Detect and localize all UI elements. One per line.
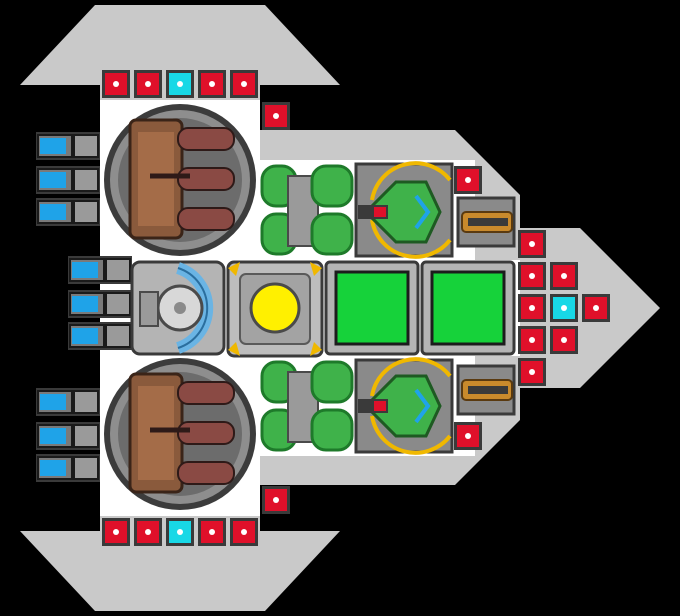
reactor-core-icon <box>249 282 301 334</box>
pipe-array-bottom <box>260 360 354 452</box>
red-pad[interactable] <box>454 166 482 194</box>
red-pad-icon <box>273 497 279 503</box>
red-pad-icon <box>529 273 535 279</box>
red-pad[interactable] <box>518 358 546 386</box>
weapon-pads <box>102 70 610 546</box>
red-pad-icon <box>145 81 151 87</box>
bronze-cannon-top[interactable] <box>456 196 516 248</box>
cyan-pad[interactable] <box>166 70 194 98</box>
red-pad-icon <box>465 433 471 439</box>
red-pad-icon <box>465 177 471 183</box>
thruster[interactable] <box>36 422 100 450</box>
thrusters <box>36 132 132 482</box>
red-pad-icon <box>593 305 599 311</box>
green-turret-icon <box>363 180 442 244</box>
red-pad-icon <box>529 369 535 375</box>
red-pad-icon <box>529 337 535 343</box>
green-turret-icon <box>363 374 442 438</box>
red-pad-icon <box>113 529 119 535</box>
cargo-hold-bottom[interactable] <box>104 358 256 510</box>
red-pad-icon <box>529 241 535 247</box>
thruster[interactable] <box>36 454 100 482</box>
monitor-screen-icon <box>334 270 410 346</box>
cyan-pad[interactable] <box>550 294 578 322</box>
thruster[interactable] <box>68 290 132 318</box>
red-pad[interactable] <box>518 230 546 258</box>
thruster[interactable] <box>36 388 100 416</box>
bottom-wing <box>20 516 340 611</box>
red-pad[interactable] <box>198 70 226 98</box>
reactor-core[interactable] <box>226 260 324 358</box>
monitor-screen-right[interactable] <box>420 260 516 356</box>
cyan-pad[interactable] <box>166 518 194 546</box>
red-pad[interactable] <box>262 102 290 130</box>
thruster-icon <box>40 204 66 220</box>
red-pad[interactable] <box>230 518 258 546</box>
red-pad[interactable] <box>134 518 162 546</box>
green-turret-top[interactable] <box>354 161 454 259</box>
red-pad-icon <box>241 529 247 535</box>
red-pad-icon <box>561 337 567 343</box>
cyan-pad-icon <box>561 305 567 311</box>
red-pad[interactable] <box>550 326 578 354</box>
red-pad[interactable] <box>550 262 578 290</box>
red-pad[interactable] <box>518 262 546 290</box>
green-turret-bottom[interactable] <box>354 357 454 455</box>
thruster[interactable] <box>36 166 100 194</box>
top-wing <box>20 5 340 100</box>
thruster[interactable] <box>68 256 132 284</box>
red-pad[interactable] <box>134 70 162 98</box>
cyan-pad-icon <box>177 529 183 535</box>
red-pad-icon <box>561 273 567 279</box>
thruster-icon <box>72 296 98 312</box>
cargo-hold-top[interactable] <box>104 104 256 256</box>
thruster-icon <box>40 138 66 154</box>
red-pad-icon <box>273 113 279 119</box>
red-pad[interactable] <box>454 422 482 450</box>
red-pad-icon <box>113 81 119 87</box>
pipe-array-top <box>260 164 354 256</box>
red-pad-icon <box>241 81 247 87</box>
red-pad-icon <box>209 529 215 535</box>
thruster[interactable] <box>36 132 100 160</box>
shield-generator[interactable] <box>130 260 226 356</box>
thruster-icon <box>40 460 66 476</box>
red-pad-icon <box>145 529 151 535</box>
thruster[interactable] <box>68 322 132 350</box>
red-pad[interactable] <box>518 326 546 354</box>
cyan-pad-icon <box>177 81 183 87</box>
monitor-screen-left[interactable] <box>324 260 420 356</box>
thruster-icon <box>72 328 98 344</box>
thruster-icon <box>72 262 98 278</box>
bronze-cannon-bottom[interactable] <box>456 364 516 416</box>
thruster-icon <box>40 394 66 410</box>
monitor-screen-icon <box>430 270 506 346</box>
red-pad[interactable] <box>582 294 610 322</box>
red-pad[interactable] <box>262 486 290 514</box>
red-pad[interactable] <box>230 70 258 98</box>
red-pad[interactable] <box>102 70 130 98</box>
red-pad[interactable] <box>518 294 546 322</box>
red-pad[interactable] <box>102 518 130 546</box>
red-pad-icon <box>529 305 535 311</box>
red-pad-icon <box>209 81 215 87</box>
red-pad[interactable] <box>198 518 226 546</box>
thruster-icon <box>40 428 66 444</box>
thruster[interactable] <box>36 198 100 226</box>
shield-generator-icon <box>174 302 186 314</box>
thruster-icon <box>40 172 66 188</box>
